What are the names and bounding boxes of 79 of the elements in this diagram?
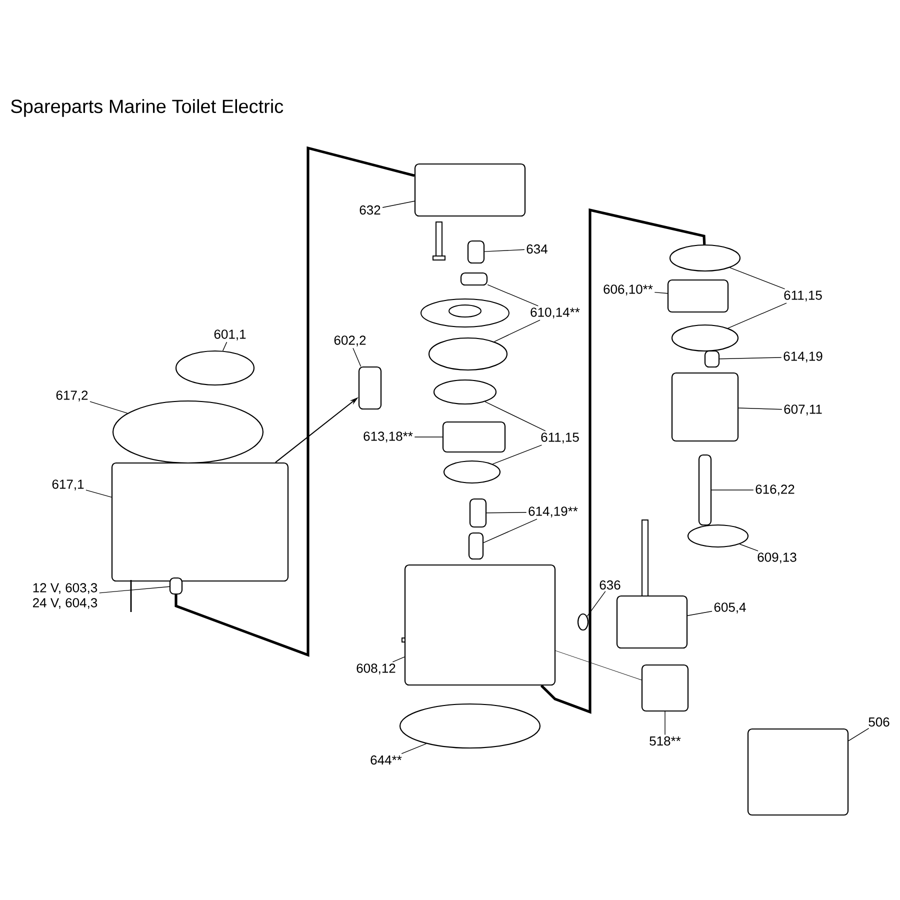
callout-number: 617,1 — [52, 480, 84, 490]
leader-line — [487, 284, 539, 306]
assembly-line — [540, 208, 706, 714]
leader-line — [486, 512, 527, 514]
leader-line — [738, 408, 782, 410]
elbow-drawing — [747, 728, 849, 816]
gasket-drawing — [399, 703, 541, 749]
disc-drawing — [669, 244, 741, 272]
assembly-line — [174, 146, 415, 657]
switch-drawing — [358, 366, 382, 410]
callout-number: 634 — [526, 244, 548, 254]
callout-number: 609,13 — [758, 552, 796, 564]
callout-number: 610,14** — [530, 308, 580, 318]
rotor-drawing — [687, 524, 749, 548]
leader-line — [99, 586, 170, 594]
o-ring-drawing — [428, 337, 508, 371]
o-ring-drawing — [577, 613, 589, 631]
leader-line — [484, 401, 546, 432]
leader-line — [392, 656, 405, 662]
leader-line — [484, 249, 525, 252]
disc-drawing — [671, 324, 739, 352]
coupling-drawing — [467, 240, 485, 264]
callout-number: 608,12 — [356, 664, 396, 674]
leader-line — [730, 267, 786, 290]
title: Spareparts Marine Toilet Electric — [11, 99, 284, 117]
callout-number: 506 — [868, 717, 890, 727]
leader-line — [483, 518, 538, 544]
knob-drawing — [175, 350, 255, 386]
lid-drawing — [112, 400, 264, 464]
leader-line — [90, 401, 128, 414]
insert-drawing — [469, 498, 487, 528]
disc-drawing — [443, 460, 501, 484]
callout-number: 605,4 — [714, 602, 746, 614]
callout-number: 518** — [650, 736, 681, 746]
leader-line — [86, 490, 112, 498]
leader-line — [222, 342, 228, 352]
connector-drawing — [169, 577, 183, 595]
leader-line — [382, 200, 415, 208]
leader-line — [664, 711, 666, 736]
callout-number: 601,1 — [214, 330, 246, 340]
leader-line — [739, 544, 758, 552]
disc-drawing — [433, 379, 497, 405]
leader-line — [401, 743, 427, 754]
callout-number: 636 — [600, 580, 620, 590]
callout-number: 614,19** — [528, 506, 578, 518]
callout-number: 613,18** — [364, 432, 413, 442]
callout-number: 611,15 — [541, 432, 579, 444]
callout-number: 607,11 — [784, 404, 822, 416]
cap-drawing — [414, 163, 526, 217]
callout-number: 602,2 — [334, 336, 366, 346]
callout-number: 614,19 — [784, 352, 822, 362]
pump-body-drawing — [404, 564, 556, 686]
axis-line — [555, 650, 642, 680]
insert-drawing — [704, 350, 720, 368]
flap-valve-drawing — [641, 664, 689, 712]
callout-number: 617,2 — [56, 390, 88, 402]
cylinder-drawing — [671, 372, 739, 442]
bushing-drawing — [460, 272, 488, 286]
callout-number: 12 V, 603,3 24 V, 604,3 — [33, 583, 98, 609]
post-drawing — [468, 532, 484, 560]
leader-line — [654, 292, 668, 294]
leader-line — [728, 302, 787, 328]
impeller-drawing — [442, 421, 506, 453]
leader-line — [352, 348, 362, 367]
leader-line — [492, 444, 542, 464]
callout-number: 632 — [360, 205, 380, 215]
leader-line — [414, 436, 443, 438]
impeller-drawing — [667, 279, 729, 313]
callout-number: 616,22 — [756, 484, 794, 496]
callout-number: 606,10** — [604, 284, 653, 296]
callout-number: 644** — [370, 755, 402, 765]
shaft-drawing — [698, 454, 712, 526]
leader-line — [719, 357, 782, 360]
callout-number: 611,15 — [784, 290, 822, 302]
valve-drawing — [616, 595, 688, 649]
leader-line — [586, 590, 606, 617]
leader-line — [494, 320, 540, 342]
leader-line — [687, 610, 712, 616]
leader-line — [848, 728, 870, 742]
